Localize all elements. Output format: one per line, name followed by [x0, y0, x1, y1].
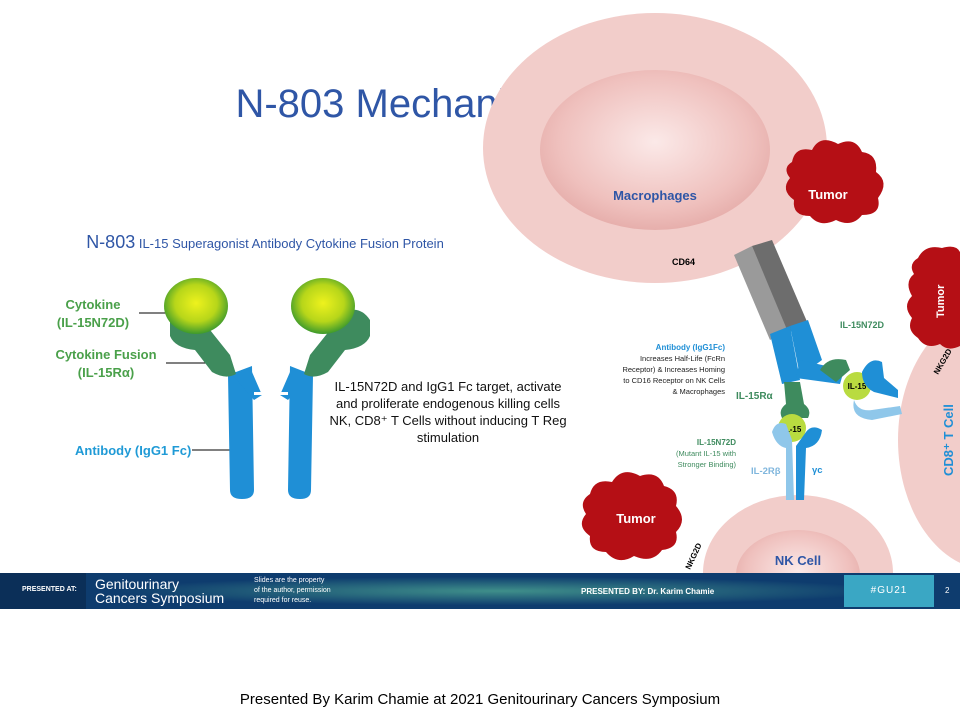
il15ra-right — [820, 359, 850, 382]
subtitle-main: N-803 — [86, 232, 136, 252]
cytokine-right — [291, 278, 355, 334]
hashtag-badge: #GU21 — [870, 585, 908, 596]
svg-text:Tumor: Tumor — [808, 187, 847, 202]
macrophages-label: Macrophages — [613, 188, 697, 203]
ab-blue-chain-2 — [790, 320, 822, 376]
bound-antibody: IL-15 IL-15 — [734, 240, 902, 500]
presented-at-label: PRESENTED AT: — [22, 586, 77, 593]
svg-text:Tumor: Tumor — [935, 284, 947, 318]
tumor-top: Tumor — [785, 140, 884, 224]
mechanism-diagram: Macrophages CD64 CD8⁺ T Cell NKG2D NK Ce… — [139, 13, 960, 573]
fusion-right — [304, 309, 370, 377]
macrophage-cell: Macrophages CD64 — [483, 13, 827, 283]
hinge-line — [254, 392, 288, 395]
nk-cell-label: NK Cell — [775, 553, 821, 568]
footer-background — [0, 573, 960, 609]
gc-receptor — [796, 427, 822, 500]
antibody-desc-line-3: to CD16 Receptor on NK Cells — [623, 376, 725, 385]
nk-cell-nucleus — [736, 530, 860, 573]
il15n72d-right-label: IL-15N72D — [840, 320, 885, 330]
cytokine-fusion-label: Cytokine Fusion (IL-15Rα) — [55, 347, 157, 380]
antibody-right-chain — [288, 366, 313, 499]
antibody-desc-line-4: & Macrophages — [672, 387, 725, 396]
antibody-fusion-protein — [164, 278, 370, 499]
antibody-desc-line-1: Increases Half-Life (FcRn — [640, 354, 725, 363]
il2rb-receptor-cd8 — [853, 400, 902, 420]
gc-receptor-cd8 — [862, 360, 898, 398]
conference-footer: PRESENTED AT: Genitourinary Cancers Symp… — [0, 573, 960, 609]
antibody-desc-line-2: Receptor) & Increases Homing — [622, 365, 725, 374]
presentation-caption: Presented By Karim Chamie at 2021 Genito… — [239, 691, 721, 708]
il15-center-label: IL-15 — [783, 425, 802, 434]
cd8-cell-body — [898, 317, 960, 563]
il15ra-center — [780, 382, 810, 418]
fc-gray-light — [734, 246, 788, 340]
macrophage-nucleus — [540, 70, 770, 230]
fc-gray-dark — [752, 240, 808, 332]
diagram-subtitle: N-803 IL-15 Superagonist Antibody Cytoki… — [60, 232, 470, 252]
il15ra-label: IL-15Rα — [736, 391, 774, 402]
cd8-t-cell: CD8⁺ T Cell NKG2D — [898, 317, 960, 563]
symposium-name: Genitourinary Cancers Symposium — [95, 576, 225, 606]
antibody-igg1fc-label: Antibody (IgG1Fc) — [656, 343, 726, 352]
nk-cell: NK Cell NKG2D — [684, 495, 893, 573]
il15-right-label: IL-15 — [848, 382, 867, 391]
cd8-label: CD8⁺ T Cell — [941, 404, 956, 476]
antibody-left-chain — [228, 366, 254, 499]
subtitle-rest: IL-15 Superagonist Antibody Cytokine Fus… — [138, 236, 444, 251]
gc-label: γc — [812, 465, 823, 476]
ab-blue-chain-1 — [770, 326, 800, 384]
property-note: Slides are the property of the author, p… — [254, 577, 331, 604]
cytokine-left — [164, 278, 228, 334]
il2rb-receptor — [772, 423, 794, 500]
mutant-desc-line-1: (Mutant IL-15 with — [676, 449, 736, 458]
hinge-line — [254, 400, 288, 403]
antibody-label: Antibody (IgG1 Fc) — [75, 443, 192, 458]
il2rb-label: IL-2Rβ — [751, 466, 781, 477]
cd64-label: CD64 — [672, 257, 695, 267]
cytokine-label: Cytokine (IL-15N72D) — [56, 297, 130, 330]
mutant-desc-line-2: Stronger Binding) — [678, 460, 737, 469]
il15n72d-center-label: IL-15N72D — [697, 438, 736, 447]
tumor-right: Tumor — [907, 246, 960, 349]
nkg2d-bottom-label: NKG2D — [684, 541, 704, 570]
mechanism-text: IL-15N72D and IgG1 Fc target, activate a… — [329, 379, 567, 445]
svg-text:Tumor: Tumor — [616, 511, 655, 526]
tumor-bottom: Tumor — [581, 472, 682, 561]
presented-by-label: PRESENTED BY: Dr. Karim Chamie — [581, 587, 715, 596]
page-number: 2 — [945, 586, 950, 595]
